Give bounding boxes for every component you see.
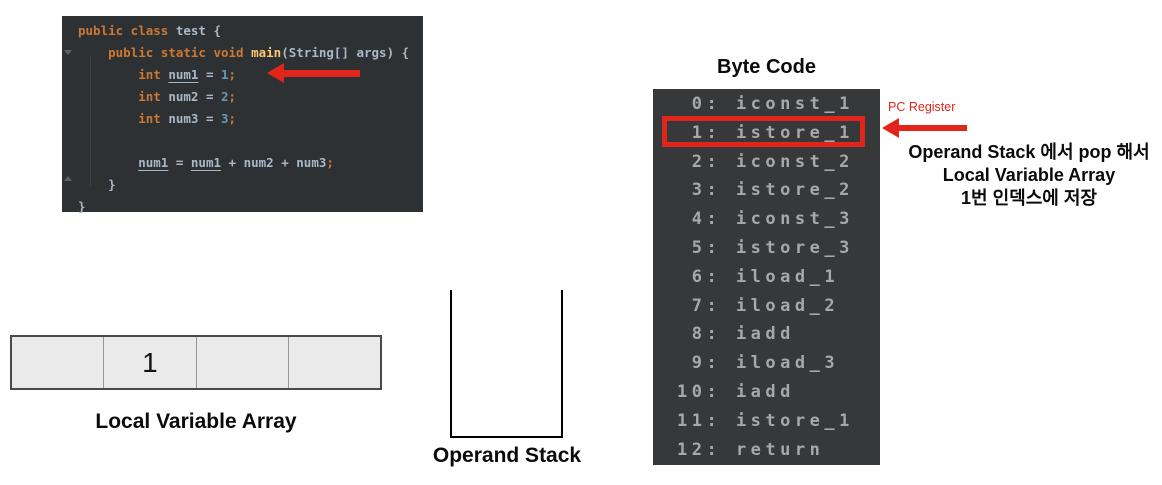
pc-register-arrow-icon (882, 118, 967, 138)
bytecode-listing: 0: iconst_1 1: istore_1 2: iconst_2 3: i… (653, 89, 854, 464)
code-line: int num3 = 3; (138, 111, 237, 126)
fold-expand-icon (64, 176, 72, 181)
arrow-shaft (899, 125, 967, 131)
indent-guide (90, 56, 91, 186)
pc-register-highlight-box (662, 116, 865, 147)
code-line: public static void main(String[] args) { (108, 45, 410, 60)
fold-collapse-icon (64, 50, 72, 55)
bytecode-line: 6: iload_1 (677, 266, 840, 287)
bytecode-line: 3: istore_2 (677, 180, 854, 201)
annotation-line: Local Variable Array (942, 165, 1116, 185)
array-cell (289, 337, 380, 388)
bytecode-line: 4: iconst_3 (677, 209, 854, 230)
bytecode-line: 5: istore_3 (677, 237, 854, 258)
pc-register-label: PC Register (888, 100, 956, 114)
bytecode-line: 7: iload_2 (677, 295, 840, 316)
arrow-head (882, 118, 899, 138)
bytecode-line: 12: return (677, 439, 825, 460)
code-line: int num1 = 1; (138, 67, 237, 82)
code-line: } (78, 177, 116, 192)
bytecode-line: 10: iadd (677, 381, 795, 402)
code-line: } (78, 199, 86, 214)
operand-stack-annotation: Operand Stack 에서 pop 해서 Local Variable A… (896, 141, 1162, 210)
bytecode-line: 1: istore_1 (677, 122, 854, 143)
local-variable-array-label: Local Variable Array (95, 410, 297, 433)
code-line: public class test { (78, 23, 221, 38)
arrow-head (267, 63, 284, 83)
array-cell (12, 337, 105, 388)
code-editor: public class test { public static void m… (62, 16, 423, 214)
operand-stack (450, 290, 563, 438)
bytecode-panel: 0: iconst_1 1: istore_1 2: iconst_2 3: i… (653, 89, 880, 465)
arrow-shaft (284, 69, 360, 77)
bytecode-line: 11: istore_1 (677, 410, 854, 431)
code-line: num1 = num1 + num2 + num3; (138, 155, 334, 170)
annotation-line: Operand Stack 에서 pop 해서 (908, 142, 1150, 162)
bytecode-line: 0: iconst_1 (677, 94, 854, 114)
bytecode-line: 2: iconst_2 (677, 151, 854, 172)
annotation-line: 1번 인덱스에 저장 (961, 188, 1097, 208)
bytecode-line: 9: iload_3 (677, 353, 840, 374)
code-line: int num2 = 2; (138, 89, 237, 104)
array-cell (197, 337, 289, 388)
code-line (78, 130, 409, 152)
local-variable-array: 1 (10, 335, 382, 390)
code-pointer-arrow-icon (267, 63, 360, 83)
array-cell: 1 (104, 337, 197, 388)
operand-stack-label: Operand Stack (432, 444, 582, 467)
java-source-code: public class test { public static void m… (62, 16, 409, 218)
bytecode-title: Byte Code (717, 56, 816, 78)
bytecode-line: 8: iadd (677, 324, 795, 345)
